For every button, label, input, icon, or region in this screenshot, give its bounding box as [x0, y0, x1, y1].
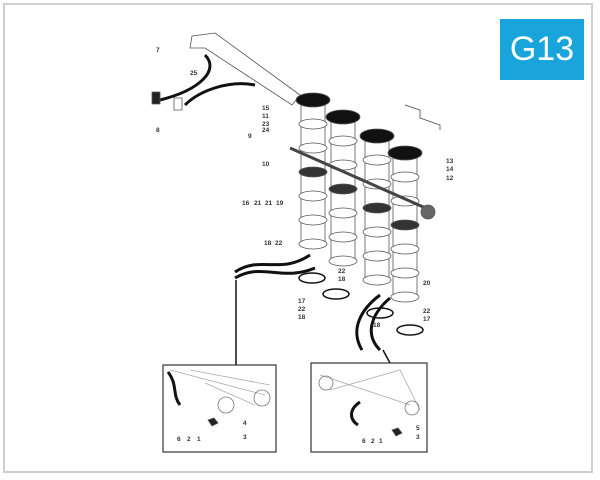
- intake-trumpet: [325, 109, 361, 125]
- intake-trumpet: [387, 145, 423, 161]
- part-callout: 15: [262, 105, 270, 112]
- throttle-body-ring: [390, 219, 420, 231]
- part-callout: 13: [446, 158, 454, 165]
- part-callout: 22: [423, 308, 431, 315]
- detail-inset-left: [162, 364, 277, 453]
- throttle-body-ring: [328, 183, 358, 195]
- hose-clip: [322, 288, 350, 300]
- part-callout: 6: [362, 438, 366, 445]
- part-callout: 14: [446, 166, 454, 173]
- part-callout: 21: [254, 200, 262, 207]
- throttle-body-ring: [390, 291, 420, 303]
- part-callout: 22: [298, 306, 306, 313]
- throttle-body-ring: [362, 250, 392, 262]
- throttle-body-ring: [390, 267, 420, 279]
- throttle-body-ring: [298, 118, 328, 130]
- part-callout: 24: [262, 127, 270, 134]
- part-callout: 19: [276, 200, 284, 207]
- vacuum-hose: [355, 293, 381, 351]
- throttle-body-ring: [390, 171, 420, 183]
- part-callout: 7: [156, 47, 160, 54]
- bracket: [404, 104, 441, 130]
- part-callout: 2: [371, 438, 375, 445]
- diagram-frame: [3, 3, 593, 473]
- part-callout: 17: [423, 316, 431, 323]
- throttle-body-ring: [390, 243, 420, 255]
- part-callout: 22: [275, 240, 283, 247]
- part-callout: 11: [262, 113, 269, 120]
- throttle-body-ring: [362, 178, 392, 190]
- part-callout: 18: [373, 322, 381, 329]
- throttle-body-ring: [328, 231, 358, 243]
- throttle-body-ring: [298, 238, 328, 250]
- hose-clip: [396, 324, 424, 336]
- section-badge: G13: [500, 19, 584, 80]
- part-callout: 9: [248, 133, 252, 140]
- part-callout: 10: [262, 161, 270, 168]
- part-callout: 1: [197, 436, 201, 443]
- throttle-body-ring: [362, 274, 392, 286]
- part-callout: 23: [262, 121, 270, 128]
- part-callout: 6: [177, 436, 181, 443]
- hose-clip: [366, 307, 394, 319]
- part-callout: 17: [298, 298, 306, 305]
- part-callout: 1: [379, 438, 383, 445]
- throttle-body-ring: [362, 226, 392, 238]
- throttle-body-ring: [328, 135, 358, 147]
- vacuum-hose: [234, 253, 311, 274]
- fuel-hose: [159, 53, 212, 102]
- fuel-rail: [189, 32, 301, 106]
- vacuum-hose: [234, 266, 316, 280]
- hose-connector: [173, 97, 183, 111]
- part-callout: 8: [156, 127, 160, 134]
- hose-clip: [298, 272, 326, 284]
- part-callout: 25: [190, 70, 198, 77]
- part-callout: 3: [416, 434, 420, 441]
- hose-connector: [151, 91, 161, 105]
- throttle-body-ring: [298, 166, 328, 178]
- throttle-body-ring: [362, 154, 392, 166]
- throttle-body-ring: [362, 202, 392, 214]
- part-callout: 4: [243, 420, 247, 427]
- throttle-body-ring: [298, 214, 328, 226]
- part-callout: 3: [243, 434, 247, 441]
- part-callout: 18: [338, 276, 346, 283]
- part-callout: 21: [265, 200, 273, 207]
- fuel-hose: [183, 82, 256, 107]
- part-callout: 12: [446, 175, 454, 182]
- throttle-body-ring: [298, 142, 328, 154]
- intake-trumpet: [359, 128, 395, 144]
- throttle-actuator: [420, 204, 436, 220]
- vacuum-hose: [369, 296, 391, 352]
- part-callout: 16: [242, 200, 250, 207]
- throttle-shaft: [289, 146, 431, 212]
- throttle-body-ring: [328, 255, 358, 267]
- part-callout: 22: [338, 268, 346, 275]
- throttle-body-ring: [298, 190, 328, 202]
- part-callout: 20: [423, 280, 431, 287]
- part-callout: 18: [298, 314, 306, 321]
- part-callout: 18: [264, 240, 272, 247]
- intake-trumpet: [295, 92, 331, 108]
- part-callout: 5: [416, 425, 420, 432]
- throttle-body-ring: [328, 207, 358, 219]
- part-callout: 2: [187, 436, 191, 443]
